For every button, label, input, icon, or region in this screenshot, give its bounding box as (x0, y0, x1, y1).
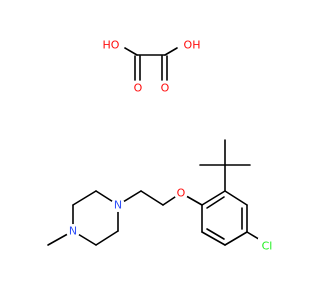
bond-ar-1 (201, 190, 226, 206)
piperazine-ether: N N O Cl (47, 139, 276, 253)
atom-cl: Cl (262, 240, 273, 253)
atom-n-top: N (114, 199, 122, 212)
bond-ar-double-3 (206, 228, 225, 240)
atom-o-left: O (134, 82, 143, 95)
bond-ring-2 (72, 190, 97, 206)
molecule-canvas: HO O O OH (47, 38, 276, 253)
oxalic-acid: HO O O OH (103, 39, 201, 95)
molecule-drawing: HO O O OH (47, 38, 276, 253)
bond-c-oh-right (164, 47, 178, 56)
atom-o-ether: O (177, 187, 186, 200)
atom-o-right: O (161, 82, 170, 95)
bond-ar-4 (224, 231, 248, 246)
atom-oh-right: OH (184, 39, 201, 52)
bond-ch2-ch2 (140, 190, 164, 206)
bond-ar-double-1 (206, 196, 225, 209)
atom-n-bottom: N (69, 225, 77, 238)
bond-c-oh-left (124, 47, 138, 56)
bond-ar-2 (224, 190, 248, 206)
bond-ar-5 (201, 231, 226, 246)
bond-ring-5 (95, 230, 119, 246)
atom-ho-left: HO (103, 39, 120, 52)
